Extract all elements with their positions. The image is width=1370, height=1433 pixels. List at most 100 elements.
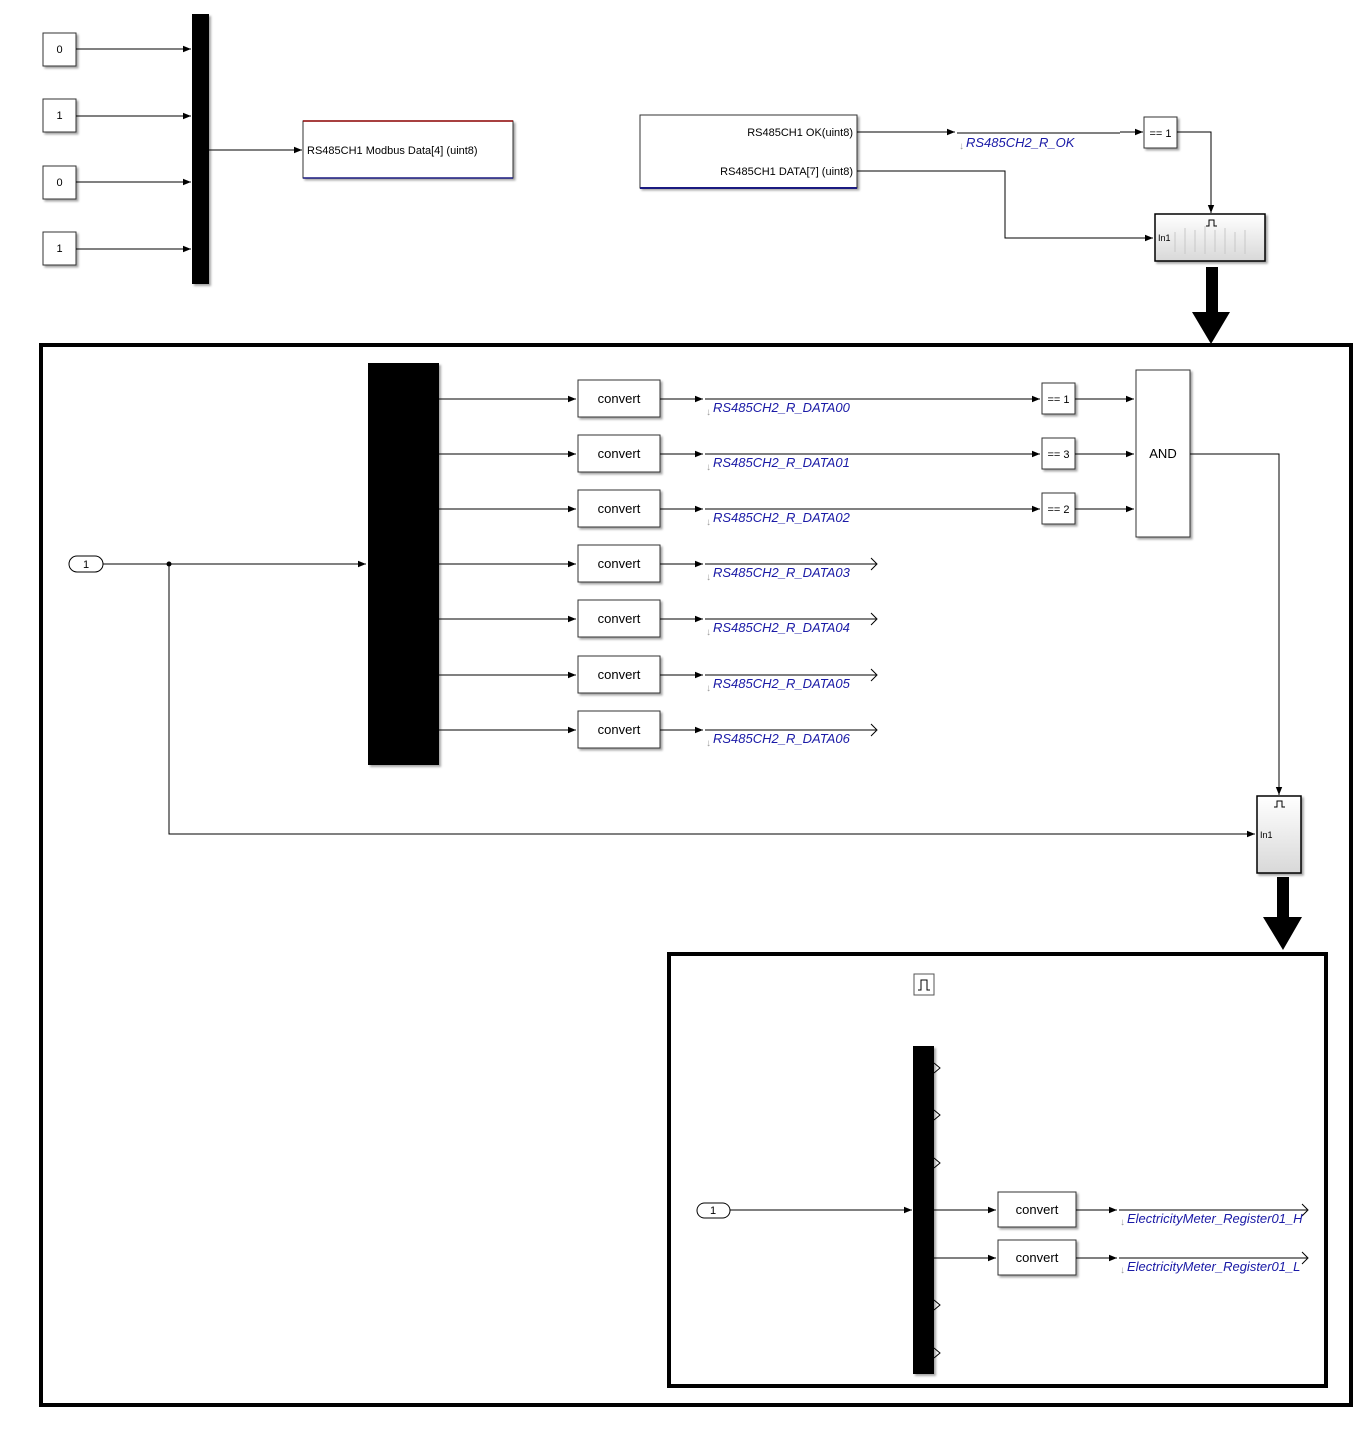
goto-arrow-icon: ↓ (706, 517, 711, 528)
in1-port-label: In1 (1260, 830, 1273, 840)
constant-block-3[interactable]: 1 (42, 231, 77, 266)
signal-line[interactable] (168, 564, 1255, 838)
mux-block[interactable] (192, 14, 209, 284)
convert-label: convert (598, 722, 641, 737)
ok-port-label: RS485CH1 OK(uint8) (747, 127, 853, 139)
trigger-icon (1274, 800, 1285, 808)
goto-tag-2[interactable]: ↓RS485CH2_R_DATA02 (706, 510, 851, 528)
goto-tag-5[interactable]: ↓RS485CH2_R_DATA05 (706, 676, 851, 694)
goto-tag-label: RS485CH2_R_DATA05 (713, 676, 851, 691)
top-section: 0 1 0 1 RS485CH1 Modbus Data[4] (uint8) (42, 14, 1266, 284)
ok-tag-label: RS485CH2_R_OK (966, 135, 1076, 150)
convert-label: convert (598, 501, 641, 516)
trigger-icon (1206, 219, 1217, 227)
compare-blocks: == 1 == 3 == 2 (1041, 382, 1134, 525)
goto-arrow-icon: ↓ (706, 683, 711, 694)
constant-value: 1 (56, 243, 62, 255)
convert-label: convert (1016, 1250, 1059, 1265)
modbus-write-block[interactable]: RS485CH1 Modbus Data[4] (uint8) (302, 120, 514, 179)
register-tag-label: ElectricityMeter_Register01_L (1127, 1259, 1300, 1274)
convert-block[interactable]: convert (997, 1191, 1077, 1228)
goto-arrow-icon: ↓ (706, 738, 711, 749)
goto-tag-label: RS485CH2_R_DATA02 (713, 510, 851, 525)
compare-label: == 1 (1047, 394, 1069, 406)
goto-arrow-icon: ↓ (959, 141, 964, 152)
goto-tag-0[interactable]: ↓RS485CH2_R_DATA00 (706, 400, 851, 418)
compare-block-0[interactable]: == 1 (1041, 382, 1076, 415)
goto-tag-4[interactable]: ↓RS485CH2_R_DATA04 (706, 620, 850, 638)
register-rows: convert↓ElectricityMeter_Register01_Hcon… (934, 1191, 1309, 1276)
terminator-arrow (870, 723, 878, 737)
demux-block-bottom[interactable] (913, 1046, 934, 1374)
convert-block[interactable]: convert (577, 544, 661, 583)
subsystem-frame-1 (39, 343, 1353, 1407)
terminator-arrow (870, 557, 878, 571)
subsystem-frame-2 (667, 952, 1328, 1388)
demux-block[interactable] (368, 363, 439, 765)
triggered-subsystem-middle[interactable]: In1 (1256, 795, 1302, 874)
tag-rs485ch2-r-ok[interactable]: ↓ RS485CH2_R_OK (957, 132, 1120, 152)
compare-ok-block[interactable]: == 1 (1143, 116, 1178, 149)
convert-block[interactable]: convert (577, 599, 661, 638)
zoom-arrow-2 (1263, 877, 1302, 950)
constant-value: 0 (56, 177, 62, 189)
convert-block[interactable]: convert (997, 1239, 1077, 1276)
data-rows: convert↓RS485CH2_R_DATA00convert↓RS485CH… (439, 379, 1040, 749)
goto-tag-label: RS485CH2_R_DATA01 (713, 455, 850, 470)
constant-block-2[interactable]: 0 (42, 165, 77, 200)
convert-block[interactable]: convert (577, 489, 661, 528)
goto-tag-register-1[interactable]: ↓ElectricityMeter_Register01_L (1120, 1259, 1300, 1276)
signal-line[interactable] (1177, 131, 1215, 213)
modbus-write-label: RS485CH1 Modbus Data[4] (uint8) (307, 145, 478, 157)
goto-tag-register-0[interactable]: ↓ElectricityMeter_Register01_H (1120, 1211, 1303, 1228)
signal-line[interactable] (857, 170, 1153, 242)
data-row-2: convert ↓RS485CH2_R_DATA02 (439, 489, 1040, 528)
goto-tag-1[interactable]: ↓RS485CH2_R_DATA01 (706, 455, 850, 473)
trigger-port-block[interactable] (913, 973, 935, 996)
zoom-arrow-1 (1192, 267, 1230, 344)
terminator-arrow (870, 668, 878, 682)
inport-number: 1 (710, 1205, 716, 1217)
constant-block-1[interactable]: 1 (42, 98, 77, 133)
data-row-4: convert ↓RS485CH2_R_DATA04 (439, 599, 878, 638)
convert-block[interactable]: convert (577, 379, 661, 418)
convert-block[interactable]: convert (577, 655, 661, 694)
goto-tag-6[interactable]: ↓RS485CH2_R_DATA06 (706, 731, 851, 749)
triggered-subsystem-top[interactable]: In1 (1154, 213, 1266, 262)
goto-tag-label: RS485CH2_R_DATA06 (713, 731, 851, 746)
constant-value: 0 (56, 44, 62, 56)
compare-block-1[interactable]: == 3 (1041, 437, 1076, 470)
convert-block[interactable]: convert (577, 434, 661, 473)
inport-1[interactable]: 1 (68, 555, 104, 573)
goto-tag-label: RS485CH2_R_DATA03 (713, 565, 851, 580)
data-row-3: convert ↓RS485CH2_R_DATA03 (439, 544, 878, 583)
compare-label: == 2 (1047, 504, 1069, 516)
data-row-1: convert ↓RS485CH2_R_DATA01 (439, 434, 1040, 473)
unconnected-ports (933, 1062, 941, 1359)
compare-block-2[interactable]: == 2 (1041, 492, 1076, 525)
constant-block-0[interactable]: 0 (42, 32, 77, 67)
convert-label: convert (598, 556, 641, 571)
inport-number: 1 (83, 559, 89, 571)
terminator-arrow (1301, 1251, 1309, 1265)
inport-1-bottom[interactable]: 1 (696, 1202, 731, 1219)
goto-tag-3[interactable]: ↓RS485CH2_R_DATA03 (706, 565, 851, 583)
compare-label: == 1 (1149, 128, 1171, 140)
convert-label: convert (598, 611, 641, 626)
goto-arrow-icon: ↓ (706, 462, 711, 473)
goto-arrow-icon: ↓ (706, 627, 711, 638)
convert-label: convert (1016, 1202, 1059, 1217)
and-label: AND (1149, 446, 1176, 461)
compare-label: == 3 (1047, 449, 1069, 461)
terminator-arrow (870, 612, 878, 626)
goto-arrow-icon: ↓ (706, 572, 711, 583)
signal-line[interactable] (1190, 453, 1283, 795)
modbus-receive-block[interactable]: RS485CH1 OK(uint8) RS485CH1 DATA[7] (uin… (639, 114, 858, 189)
data-row-0: convert ↓RS485CH2_R_DATA00 (439, 379, 1040, 418)
data-row-6: convert ↓RS485CH2_R_DATA06 (439, 710, 878, 749)
and-block[interactable]: AND (1135, 369, 1191, 538)
convert-block[interactable]: convert (577, 710, 661, 749)
register-row-0: convert ↓ElectricityMeter_Register01_H (934, 1191, 1309, 1228)
terminator-arrow (1301, 1203, 1309, 1217)
